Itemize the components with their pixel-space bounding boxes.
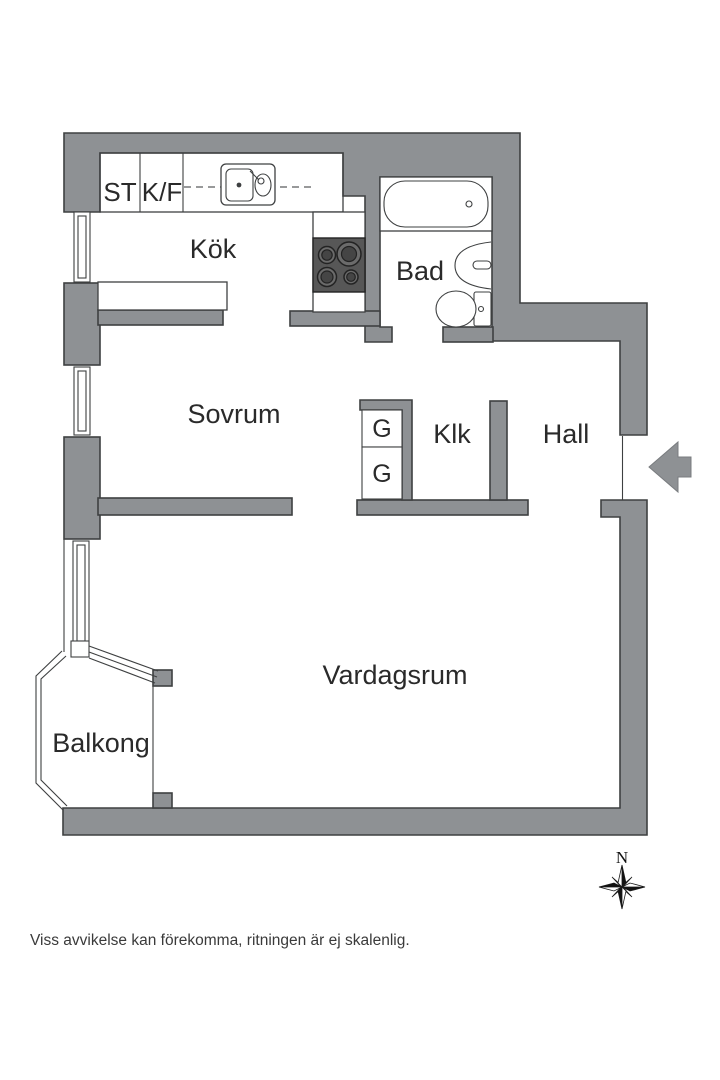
walls	[62, 132, 648, 836]
bathroom-fixtures	[379, 176, 493, 328]
room-label-bedroom: Sovrum	[187, 399, 280, 429]
wall	[97, 309, 224, 326]
balcony-window-icon	[63, 539, 159, 684]
kitchen-lower-counter	[97, 281, 228, 311]
room-label-cabinet-st: ST	[103, 177, 136, 207]
wall	[62, 499, 648, 836]
kitchen-counter	[99, 152, 344, 213]
room-label-bathroom: Bad	[396, 256, 444, 286]
compass-rose-icon	[598, 864, 646, 910]
washbasin-icon	[454, 241, 492, 290]
entrance-arrow-icon	[648, 440, 692, 494]
window-icon	[73, 211, 91, 283]
toilet-icon	[435, 290, 492, 328]
stove-icon	[312, 237, 366, 293]
wall	[152, 669, 173, 687]
compass-north-label: N	[616, 848, 628, 867]
wall	[489, 400, 508, 501]
wall	[97, 497, 293, 516]
wall	[289, 310, 381, 327]
wardrobe-box	[361, 409, 403, 448]
wall	[63, 282, 101, 366]
room-label-living-room: Vardagsrum	[322, 660, 467, 690]
wardrobe-box	[361, 446, 403, 500]
kitchen-fixtures	[97, 152, 366, 313]
room-label-hall: Hall	[543, 419, 590, 449]
wardrobe-label: G	[372, 460, 391, 488]
room-label-kitchen: Kök	[190, 234, 237, 264]
room-label-closet: Klk	[433, 419, 471, 449]
wardrobe-label: G	[372, 415, 391, 443]
room-label-cabinet-kf: K/F	[142, 177, 182, 207]
room-label-balcony: Balkong	[52, 728, 150, 758]
balcony-railing	[35, 650, 154, 811]
disclaimer-text: Viss avvikelse kan förekomma, ritningen …	[30, 932, 410, 949]
wall	[356, 499, 529, 516]
entrance	[621, 436, 692, 500]
wardrobes: G G	[361, 409, 403, 500]
windows	[63, 211, 159, 684]
wall	[152, 792, 173, 809]
room-labels: ST K/F Kök Bad Sovrum Klk Hall Vardagsru…	[52, 177, 589, 758]
sink-icon	[220, 163, 276, 206]
bathtub-icon	[379, 176, 493, 232]
window-icon	[73, 366, 91, 436]
wall	[442, 326, 494, 343]
wall	[63, 436, 101, 540]
